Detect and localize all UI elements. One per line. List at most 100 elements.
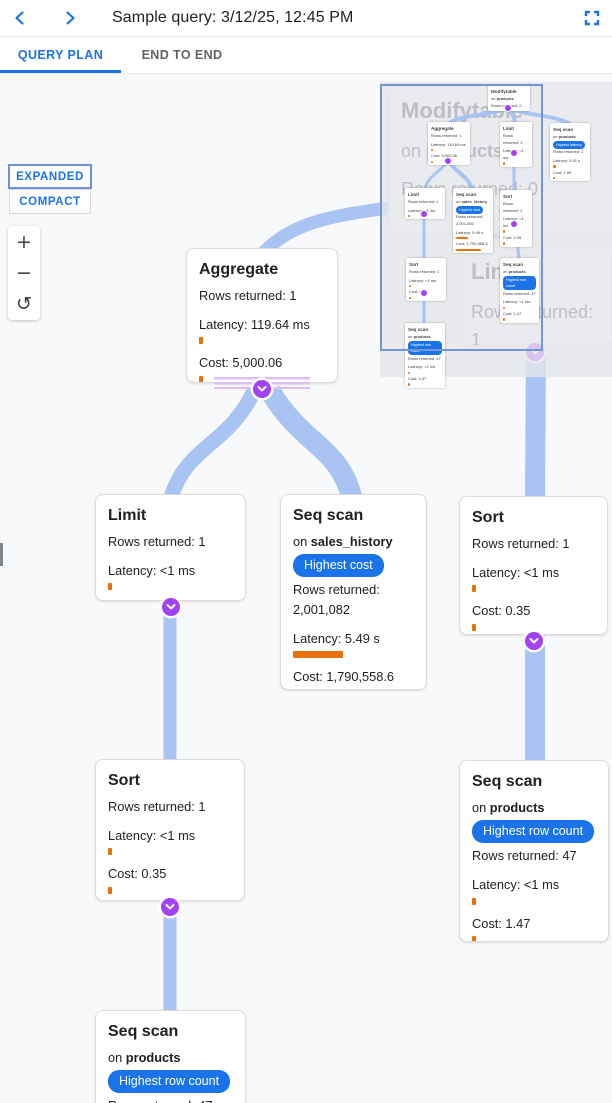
compact-button[interactable]: COMPACT (9, 189, 91, 214)
insight-badge: Highest cost (293, 553, 384, 577)
latency-bar (408, 214, 410, 218)
node-title: Seq scan (472, 773, 543, 790)
on-prefix: on (553, 133, 558, 139)
latency-value: Latency: <1 ms (503, 216, 524, 229)
table-name: products (558, 133, 576, 139)
latency-bar (472, 585, 476, 593)
tab-end-to-end[interactable]: END TO END (141, 48, 223, 62)
cost-value: Cost: 0.35 (409, 289, 428, 295)
latency-bar (408, 371, 410, 375)
collapse-node-button[interactable] (524, 632, 543, 650)
latency-value: Latency: <1 ms (472, 564, 560, 580)
expanded-button[interactable]: EXPANDED (8, 164, 92, 189)
collapse-node-button[interactable] (161, 898, 179, 916)
rows-returned: Rows returned: 1 (409, 268, 440, 274)
node-table-label: on products (108, 1048, 233, 1068)
rows-returned: Rows returned: 47 (503, 290, 536, 296)
latency-bar (293, 651, 343, 659)
latency-value: Latency: <1 ms (503, 299, 531, 305)
chevron-down-icon (257, 386, 267, 392)
node-title: Seq scan (408, 327, 429, 332)
table-name: sales_history (461, 198, 488, 204)
zoom-reset-button[interactable]: ↺ (16, 293, 32, 316)
node-title: Aggregate (431, 126, 454, 131)
cost-bar (553, 176, 555, 180)
cost-value: Cost: 1.47 (408, 376, 427, 382)
latency-bar (503, 306, 505, 310)
fullscreen-button[interactable] (572, 1, 612, 35)
minimap-junction-dot (511, 150, 517, 156)
latency-bar (472, 897, 476, 905)
rows-returned: Rows returned: 47 (472, 848, 577, 863)
minimap-junction-dot (511, 221, 517, 227)
latency-bar (199, 337, 203, 345)
node-title: Limit (408, 192, 419, 197)
on-prefix: on (408, 333, 413, 339)
tab-query-plan[interactable]: QUERY PLAN (0, 37, 121, 73)
cost-value: Cost: 1.59 (553, 169, 572, 175)
back-button[interactable] (0, 1, 40, 35)
collapse-node-button[interactable] (253, 380, 271, 398)
latency-value: Latency: 119.64 ms (199, 316, 310, 332)
node-table-label: on products (472, 798, 596, 818)
table-name: sales_history (310, 533, 393, 549)
insight-badge: Highest latency (553, 141, 585, 149)
chevron-down-icon (165, 904, 175, 910)
minimap-junction-dot (505, 105, 511, 111)
node-title: Seq scan (456, 192, 477, 197)
rows-returned: Rows returned: 1 (472, 535, 570, 551)
node-table-label: on sales_history (456, 199, 490, 206)
tab-bar: QUERY PLAN END TO END (0, 37, 612, 74)
cost-bar (503, 318, 505, 321)
on-prefix: on (108, 1049, 123, 1065)
node-title: Sort (409, 262, 419, 267)
minimap-viewport[interactable] (380, 84, 543, 351)
latency-bar (108, 583, 112, 591)
insight-badge: Highest cost (456, 206, 483, 214)
collapse-node-button[interactable] (161, 598, 180, 616)
latency-bar (503, 230, 505, 233)
node-title: Seq scan (293, 507, 364, 524)
latency-value: Latency: <1 ms (408, 364, 436, 370)
minimap-junction-dot (445, 158, 451, 164)
on-prefix: on (491, 95, 496, 101)
cost-bar (199, 376, 203, 382)
cost-value: Cost: 1,790,558.6 (293, 669, 395, 685)
zoom-in-button[interactable]: + (16, 230, 32, 253)
latency-value: Latency: <1 ms (472, 876, 560, 892)
forward-button[interactable] (50, 1, 90, 35)
latency-value: Latency: 5.49 s (456, 229, 484, 235)
node-title: Seq scan (108, 1023, 179, 1040)
rows-returned: Rows returned: 1 (408, 198, 439, 204)
latency-value: Latency: 119.64 ms (431, 141, 466, 147)
chevron-left-icon (15, 11, 24, 25)
on-prefix: on (472, 799, 487, 815)
chevron-down-icon (529, 638, 538, 644)
zoom-out-button[interactable]: − (16, 261, 32, 284)
node-title: Seq scan (503, 262, 524, 267)
rows-returned: Rows returned: 1 (431, 132, 462, 138)
table-name: products (496, 95, 514, 101)
cost-value: Cost: 1.47 (503, 311, 522, 317)
cost-value: Cost: 0.35 (108, 866, 167, 882)
latency-bar (456, 236, 468, 240)
node-table-label: on sales_history (293, 532, 414, 552)
latency-bar (409, 284, 411, 288)
chevron-right-icon (66, 11, 75, 25)
node-table-label: on products (553, 134, 587, 141)
insight-badge: Highest row count (503, 276, 536, 290)
table-name: products (413, 333, 431, 339)
left-scrollbar-handle[interactable] (0, 543, 3, 566)
view-toggle: EXPANDED COMPACT (8, 164, 92, 214)
